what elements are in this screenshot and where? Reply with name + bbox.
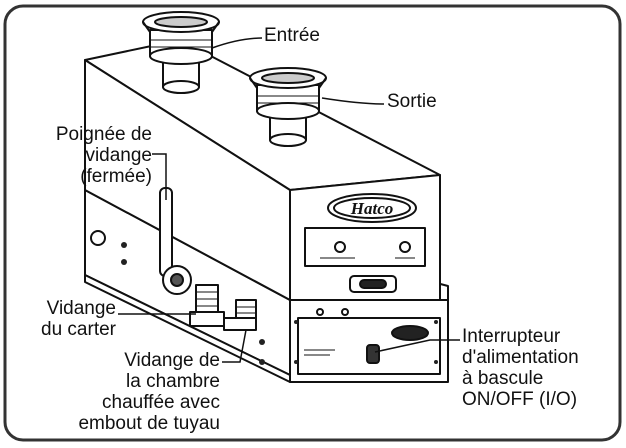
base-cabinet-side [84, 274, 291, 383]
leader-drain-handle [152, 153, 167, 200]
drain-handle [159, 187, 192, 295]
sump-drain-fitting [189, 284, 225, 327]
label-outlet: Sortie [387, 91, 437, 112]
indicator-light-left [334, 241, 346, 253]
label-inlet: Entrée [264, 25, 320, 46]
hose-barb-fitting [223, 299, 257, 331]
leader-chamber-drain [222, 329, 247, 363]
lower-logo-oval [391, 325, 429, 341]
leader-lines [118, 37, 460, 363]
diagram-frame [3, 4, 622, 442]
rocker-switch [366, 344, 380, 364]
indicator-light-right [399, 241, 411, 253]
leader-outlet [321, 97, 385, 105]
label-sump-drain: Vidange du carter [41, 298, 116, 340]
logo-text: Hatco [350, 199, 394, 218]
leader-inlet [211, 37, 263, 49]
label-drain-handle: Poignée de vidange (fermée) [55, 124, 152, 187]
label-chamber-drain: Vidange de la chambre chauffée avec embo… [78, 350, 220, 434]
side-hole [90, 230, 106, 246]
outlet-fitting [249, 67, 327, 147]
leader-power-switch [374, 339, 460, 353]
label-power-switch: Interrupteur d'alimentation à bascule ON… [462, 326, 579, 410]
inlet-fitting [142, 11, 220, 94]
heater-unit [84, 11, 449, 383]
